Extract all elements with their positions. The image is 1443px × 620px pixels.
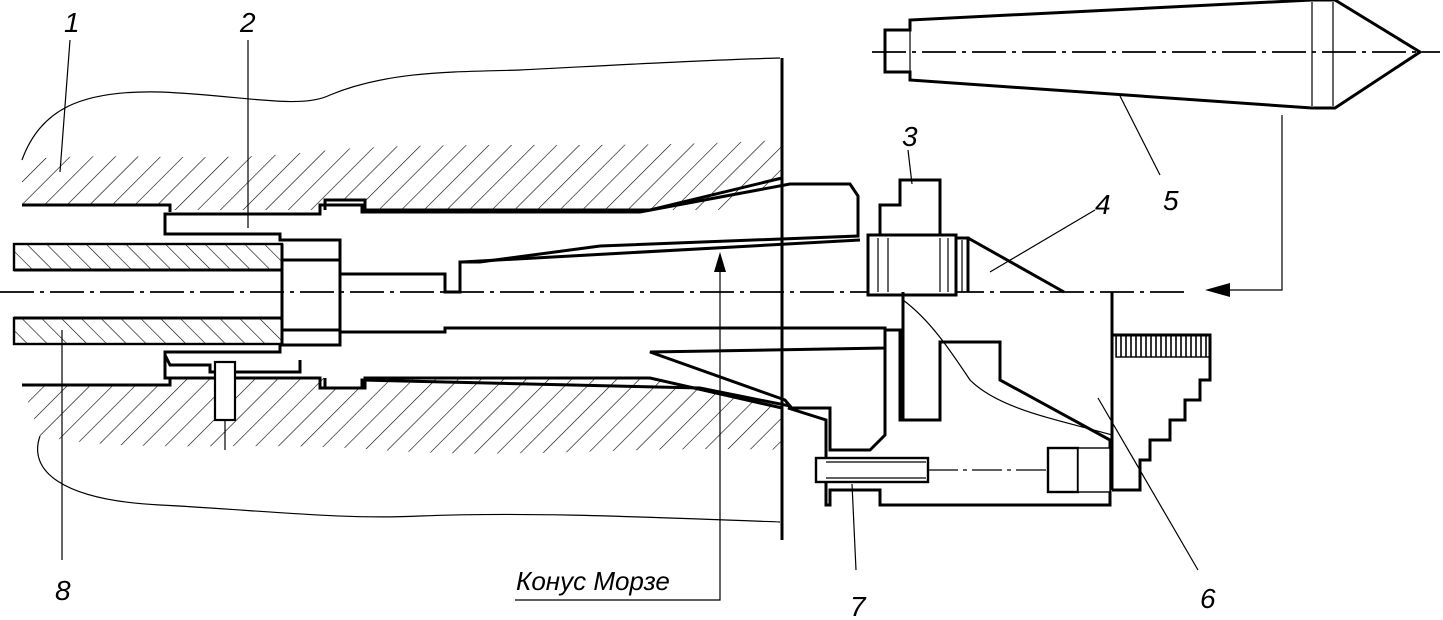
label-4: 4 — [1095, 189, 1111, 220]
bolt-7 — [814, 446, 1111, 494]
nut-3 — [866, 178, 970, 297]
driver-body-6 — [901, 292, 1212, 492]
morse-taper-caption: Конус Морзе — [516, 566, 670, 596]
label-3: 3 — [902, 121, 918, 152]
locking-pin — [163, 354, 302, 450]
sleeve-2 — [163, 182, 887, 409]
leader-lines — [59, 39, 1199, 571]
label-6: 6 — [1200, 583, 1216, 614]
part-labels: 1 2 3 4 5 6 7 8 Конус Морзе — [55, 7, 1216, 620]
inner-tube-8 — [12, 242, 342, 346]
spindle-housing — [21, 57, 784, 540]
center-cone-4 — [961, 236, 1065, 294]
live-center-5 — [872, 0, 1440, 110]
morse-taper-body — [461, 238, 1112, 507]
morse-caption-arrow — [515, 252, 726, 601]
label-2: 2 — [239, 7, 256, 38]
label-7: 7 — [850, 591, 867, 620]
assembly-arrow — [1205, 115, 1283, 297]
label-8: 8 — [55, 575, 71, 606]
label-1: 1 — [64, 7, 80, 38]
label-5: 5 — [1163, 185, 1179, 216]
